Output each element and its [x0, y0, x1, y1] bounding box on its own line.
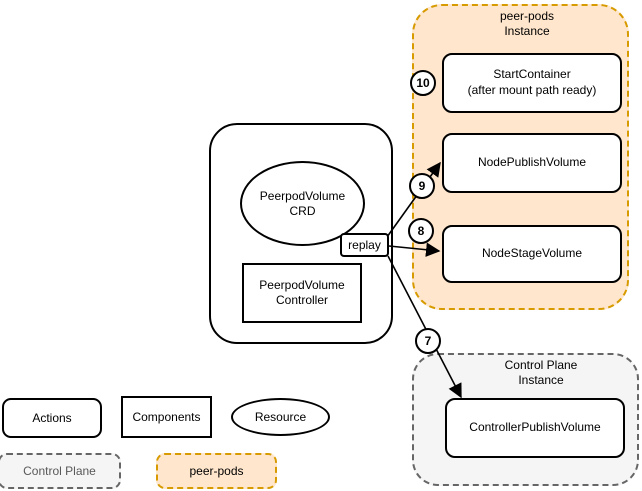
peer-pods-instance-title-line2: Instance — [504, 24, 550, 38]
step-circle-10: 10 — [410, 70, 436, 96]
legend-peer-pods-label: peer-pods — [189, 464, 244, 478]
step-circle-9: 9 — [409, 173, 435, 199]
step-8-number: 8 — [417, 224, 425, 238]
legend-components: Components — [121, 396, 212, 438]
replay-edge-label: replay — [340, 233, 389, 257]
step-7-number: 7 — [424, 334, 432, 348]
node-publish-volume-node: NodePublishVolume — [442, 133, 622, 193]
controller-label-line2: Controller — [275, 293, 329, 307]
peerpodvolume-controller-component: PeerpodVolume Controller — [242, 263, 362, 323]
crd-label-line1: PeerpodVolume — [259, 188, 346, 203]
legend-resource-label: Resource — [254, 410, 307, 424]
replay-text: replay — [348, 238, 381, 252]
step-circle-8: 8 — [408, 218, 434, 244]
legend-resource: Resource — [231, 398, 330, 436]
legend-components-label: Components — [132, 410, 201, 424]
start-container-sublabel: (after mount path ready) — [467, 83, 597, 97]
step-circle-7: 7 — [415, 328, 441, 354]
start-container-label: StartContainer — [493, 67, 571, 82]
control-plane-instance-title-line2: Instance — [518, 373, 564, 387]
legend-actions: Actions — [2, 398, 102, 438]
controller-publish-volume-node: ControllerPublishVolume — [445, 398, 625, 458]
control-plane-instance-title: Control Plane Instance — [441, 358, 641, 388]
node-publish-volume-label: NodePublishVolume — [477, 155, 587, 170]
control-plane-instance-title-line1: Control Plane — [504, 358, 578, 372]
node-stage-volume-node: NodeStageVolume — [442, 225, 622, 283]
controller-publish-volume-label: ControllerPublishVolume — [469, 420, 601, 435]
legend-control-plane-label: Control Plane — [23, 464, 96, 478]
crd-label-line2: CRD — [289, 203, 316, 218]
legend-peer-pods: peer-pods — [156, 453, 277, 489]
peer-pods-instance-title: peer-pods Instance — [412, 9, 642, 39]
controller-label-line1: PeerpodVolume — [259, 278, 345, 292]
peer-pods-instance-title-line1: peer-pods — [499, 9, 555, 23]
step-9-number: 9 — [418, 179, 426, 193]
legend-control-plane: Control Plane — [0, 453, 121, 489]
start-container-node: StartContainer (after mount path ready) — [442, 53, 622, 113]
step-10-number: 10 — [416, 76, 430, 90]
node-stage-volume-label: NodeStageVolume — [481, 246, 583, 261]
peerpodvolume-crd-resource: PeerpodVolume CRD — [240, 161, 365, 246]
legend-actions-label: Actions — [32, 411, 72, 425]
